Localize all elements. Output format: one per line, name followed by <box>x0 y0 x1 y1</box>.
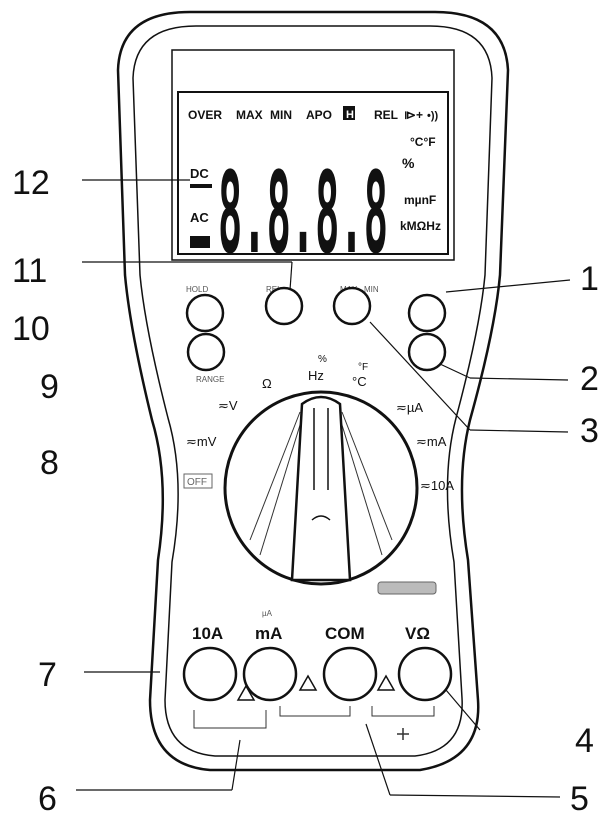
dial-10a: ≂10A <box>420 478 454 493</box>
jack-10a-label: 10A <box>192 624 223 643</box>
lcd-window <box>171 49 455 261</box>
dial-hz: Hz <box>308 368 324 383</box>
lcd-hold-h: H <box>346 109 354 121</box>
lcd-battery-icon <box>190 236 210 248</box>
callout-4: 4 <box>575 722 594 760</box>
lcd-dc: DC <box>190 166 209 181</box>
lcd-beep-icon: •)) <box>427 110 439 122</box>
callout-12: 12 <box>12 164 50 202</box>
lcd-ac: AC <box>190 210 209 225</box>
jack-ua-label: µA <box>262 609 273 618</box>
dial-temp-f: °F <box>358 362 368 373</box>
warning-triangle-icon <box>298 674 318 691</box>
lcd-apo: APO <box>306 108 332 122</box>
callout-2: 2 <box>580 360 599 398</box>
callout-10: 10 <box>12 310 50 348</box>
callout-5: 5 <box>570 780 589 818</box>
jack-com-label: COM <box>325 624 365 643</box>
warning-triangle-icon <box>236 684 256 701</box>
dial-temp-c: °C <box>352 374 367 389</box>
lcd-over: OVER <box>188 108 222 122</box>
callout-7: 7 <box>38 656 57 694</box>
dial-knob-pointer <box>290 395 352 582</box>
meter-body-outer <box>116 10 510 772</box>
range-label: RANGE <box>196 375 224 384</box>
callout-9: 9 <box>40 368 59 406</box>
callout-numbers: 1 2 3 4 5 6 7 8 9 10 11 12 <box>12 164 599 818</box>
lcd-top-row: OVER MAX MIN APO H REL ⧐+ •)) <box>188 106 439 122</box>
model-badge <box>377 581 437 595</box>
callout-lines <box>76 179 571 798</box>
select-button[interactable] <box>407 293 447 333</box>
dial-millivolt: ≂mV <box>186 434 217 449</box>
lcd-max: MAX <box>236 108 263 122</box>
lcd-min: MIN <box>270 108 292 122</box>
min-label: MIN <box>364 285 379 294</box>
dial-labels: Ω Hz % °C °F ≂V ≂mV ≂µA ≂mA ≂10A OFF <box>183 354 454 493</box>
jack-com[interactable] <box>322 646 378 702</box>
jack-v-label: VΩ <box>405 624 430 643</box>
callout-3: 3 <box>580 412 599 450</box>
backlight-button[interactable] <box>407 332 447 372</box>
lcd-screen <box>177 91 449 255</box>
dial-volt: ≂V <box>218 398 238 413</box>
rel-label: REL <box>266 285 282 294</box>
dial-off: OFF <box>187 477 207 488</box>
dial-ohm: Ω <box>262 376 272 391</box>
hold-label: HOLD <box>186 285 208 294</box>
jack-v[interactable] <box>397 646 453 702</box>
callout-11: 11 <box>12 252 47 290</box>
lcd-freq-units: kMΩHz <box>400 219 441 233</box>
lcd-minus-sign <box>190 184 212 188</box>
callout-1: 1 <box>580 260 599 298</box>
lcd-diode-icon: ⧐+ <box>404 108 423 122</box>
warning-triangle-icon <box>376 674 396 691</box>
lcd-percent: % <box>402 155 415 171</box>
lcd-temp-units: °C°F <box>410 135 436 149</box>
hold-button[interactable] <box>185 293 225 333</box>
dial-microamp: ≂µA <box>396 400 423 415</box>
lcd-rel: REL <box>374 108 398 122</box>
callout-6: 6 <box>38 780 57 818</box>
lcd-cap-units: mµnF <box>404 193 436 207</box>
max-min-button[interactable] <box>332 286 372 326</box>
dial-pct: % <box>318 354 327 365</box>
input-jacks: 10A µA mA COM VΩ <box>182 609 453 740</box>
jack-ma[interactable] <box>242 646 298 702</box>
button-row-top: HOLD REL MAX MIN <box>185 285 447 333</box>
lcd-digits: 8.8.8.8 <box>218 149 388 279</box>
jack-ma-label: mA <box>255 624 282 643</box>
rel-button[interactable] <box>264 286 304 326</box>
rotary-switch[interactable] <box>223 390 419 586</box>
callout-8: 8 <box>40 444 59 482</box>
dial-milliamp: ≂mA <box>416 434 447 449</box>
meter-body-inner <box>132 25 493 757</box>
jack-10a[interactable] <box>182 646 238 702</box>
range-button[interactable] <box>186 332 226 372</box>
